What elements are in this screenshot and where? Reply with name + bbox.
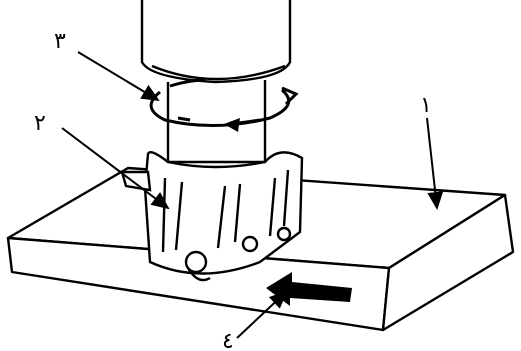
callout-workpiece: ١ [420, 93, 432, 118]
rotation-arrow [149, 78, 299, 132]
feed-arrow [266, 272, 352, 306]
callout-cutter: ٢ [34, 111, 46, 136]
callout-rotation: ٣ [54, 29, 66, 54]
face-milling-cutter [120, 151, 304, 282]
leader-lines [61, 51, 444, 339]
callout-feed: ٤ [222, 329, 234, 351]
spindle [140, 0, 292, 162]
